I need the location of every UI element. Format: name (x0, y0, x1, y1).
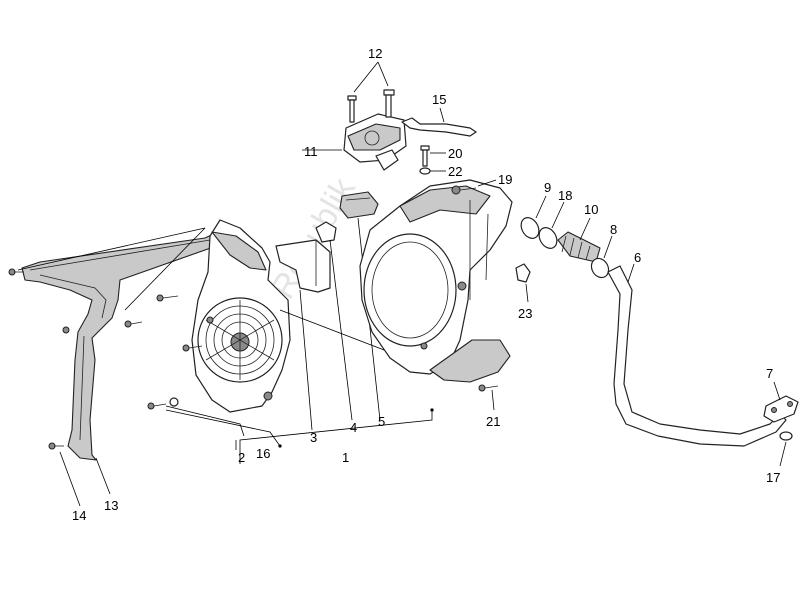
part-1-air-box-housing (359, 179, 513, 383)
callout-9: 9 (544, 180, 551, 195)
part-7-flange (763, 395, 799, 423)
callout-20: 20 (448, 146, 462, 161)
callout-19: 19 (498, 172, 512, 187)
callout-11: 11 (304, 144, 318, 159)
part-17-gasket (779, 431, 793, 441)
callout-8: 8 (610, 222, 617, 237)
callout-4: 4 (350, 420, 357, 435)
callout-6: 6 (634, 250, 641, 265)
part-15-hose (401, 117, 477, 137)
part-6-pipe (607, 265, 787, 447)
callout-labels: 1 2 3 4 5 6 7 8 9 10 11 12 13 14 15 16 1… (72, 46, 780, 523)
part-18-clamp (538, 227, 558, 249)
callout-21: 21 (486, 414, 500, 429)
part-8-clamp (590, 257, 610, 279)
part-10-sleeve (557, 231, 601, 263)
part-14-screws-left (8, 268, 143, 450)
callout-23: 23 (518, 306, 532, 321)
callout-22: 22 (448, 164, 462, 179)
part-9-clamp (520, 217, 540, 239)
part-22-washer (419, 167, 431, 175)
part-3-filter-foam (275, 239, 331, 293)
part-4-clip (315, 221, 337, 243)
callout-5: 5 (378, 414, 385, 429)
part-11-valve (343, 113, 407, 171)
screws-fan-cover (147, 294, 203, 410)
callout-12: 12 (368, 46, 382, 61)
part-12-screws (347, 89, 395, 123)
callout-3: 3 (310, 430, 317, 445)
part-5-seal (339, 191, 379, 219)
part-13-outer-cover (21, 231, 223, 461)
part-20-bolt (420, 145, 430, 167)
callout-18: 18 (558, 188, 572, 203)
callout-10: 10 (584, 202, 598, 217)
callout-17: 17 (766, 470, 780, 485)
part-23-clip (515, 263, 531, 283)
callout-2: 2 (238, 450, 245, 465)
callout-1: 1 (342, 450, 349, 465)
callout-16: 16 (256, 446, 270, 461)
callout-13: 13 (104, 498, 118, 513)
callout-14: 14 (72, 508, 86, 523)
part-19-screw (451, 185, 477, 195)
part-16-fan-cover (191, 219, 291, 413)
assembly-brackets (165, 405, 434, 464)
callout-15: 15 (432, 92, 446, 107)
part-21-screw (478, 384, 499, 392)
callout-7: 7 (766, 366, 773, 381)
